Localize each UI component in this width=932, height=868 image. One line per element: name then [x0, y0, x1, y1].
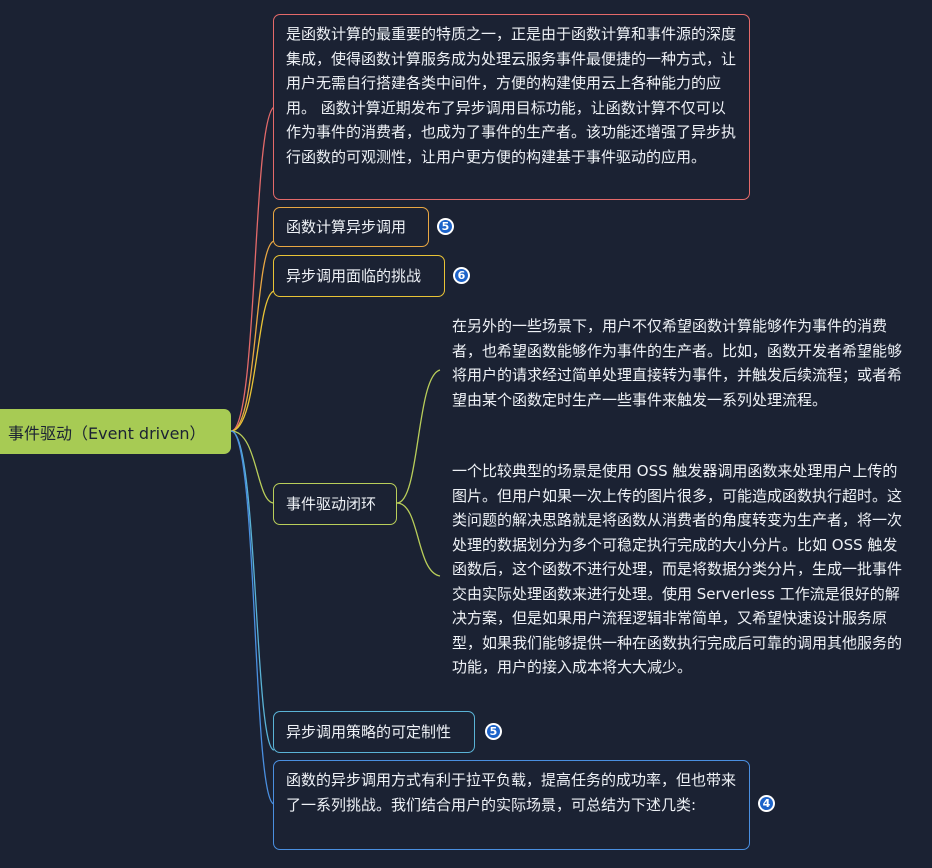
intro-node[interactable]: 是函数计算的最重要的特质之一，正是由于函数计算和事件源的深度集成，使得函数计算服…	[273, 14, 750, 200]
async-invoke-badge-icon: 5	[437, 218, 454, 235]
async-invoke-label: 函数计算异步调用	[286, 217, 407, 236]
async-challenges-badge-icon: 6	[453, 267, 470, 284]
async-challenges-label: 异步调用面临的挑战	[286, 266, 422, 285]
strategy-node[interactable]: 异步调用策略的可定制性	[273, 711, 475, 753]
event-loop-paragraph-1: 在另外的一些场景下，用户不仅希望函数计算能够作为事件的消费者，也希望函数能够作为…	[452, 317, 903, 409]
edge-root-intro	[230, 106, 275, 432]
async-invoke-node[interactable]: 函数计算异步调用	[273, 207, 429, 247]
event-loop-node[interactable]: 事件驱动闭环	[273, 483, 397, 525]
event-loop-label: 事件驱动闭环	[286, 494, 377, 513]
strategy-badge-icon: 5	[485, 723, 502, 740]
summary-badge-icon: 4	[758, 795, 775, 812]
edge-root-challenges	[230, 290, 275, 432]
intro-text: 是函数计算的最重要的特质之一，正是由于函数计算和事件源的深度集成，使得函数计算服…	[286, 25, 737, 166]
async-challenges-node[interactable]: 异步调用面临的挑战	[273, 255, 445, 297]
edge-root-loop	[230, 430, 275, 504]
edge-loop-text2	[396, 502, 441, 577]
root-node[interactable]: 事件驱动（Event driven）	[0, 409, 231, 454]
edge-loop-text1	[396, 369, 441, 504]
edge-root-async	[230, 240, 275, 432]
event-loop-paragraph-2: 一个比较典型的场景是使用 OSS 触发器调用函数来处理用户上传的图片。但用户如果…	[452, 462, 903, 676]
root-label: 事件驱动（Event driven）	[8, 423, 206, 443]
summary-node[interactable]: 函数的异步调用方式有利于拉平负载，提高任务的成功率，但也带来了一系列挑战。我们结…	[273, 760, 750, 850]
edge-root-strategy	[230, 430, 275, 751]
edge-root-summary	[230, 430, 275, 805]
summary-text: 函数的异步调用方式有利于拉平负载，提高任务的成功率，但也带来了一系列挑战。我们结…	[286, 771, 737, 814]
strategy-label: 异步调用策略的可定制性	[286, 722, 452, 741]
